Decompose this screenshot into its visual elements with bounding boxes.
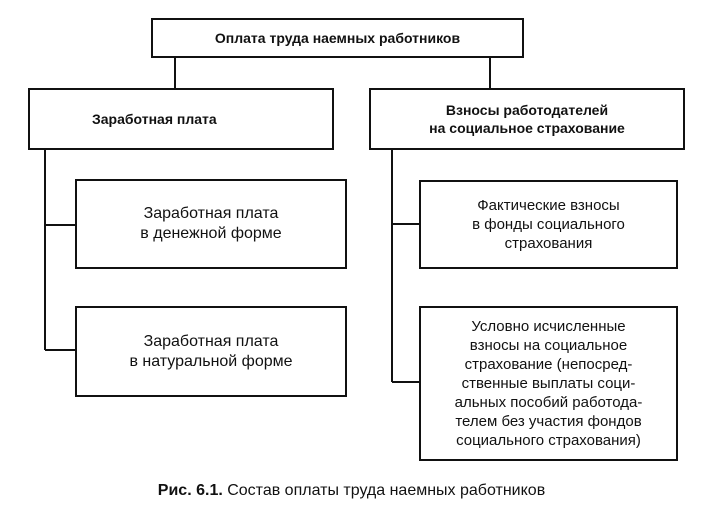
actual-contributions-box: Фактические взносы в фонды социального с… [419,180,678,269]
wages-label: Заработная плата [92,111,217,127]
cash-wages-label: Заработная плата в денежной форме [140,205,282,242]
figure-caption-number: Рис. 6.1. [157,482,223,499]
actual-contributions-label: Фактические взносы в фонды социального с… [472,197,625,252]
imputed-contributions-box: Условно исчисленные взносы на социальное… [419,306,678,461]
wages-box: Заработная плата [28,88,334,150]
figure-caption-text: Состав оплаты труда наемных работников [222,482,546,499]
imputed-contributions-label: Условно исчисленные взносы на социальное… [454,318,643,449]
root-box: Оплата труда наемных работников [151,18,524,58]
figure-caption: Рис. 6.1. Состав оплаты труда наемных ра… [0,482,703,500]
cash-wages-box: Заработная плата в денежной форме [75,179,347,269]
root-label: Оплата труда наемных работников [214,30,461,46]
contributions-box: Взносы работодателей на социальное страх… [369,88,685,150]
contributions-label: Взносы работодателей на социальное страх… [429,102,625,136]
in-kind-wages-label: Заработная плата в натуральной форме [129,332,293,370]
in-kind-wages-box: Заработная плата в натуральной форме [75,306,347,397]
